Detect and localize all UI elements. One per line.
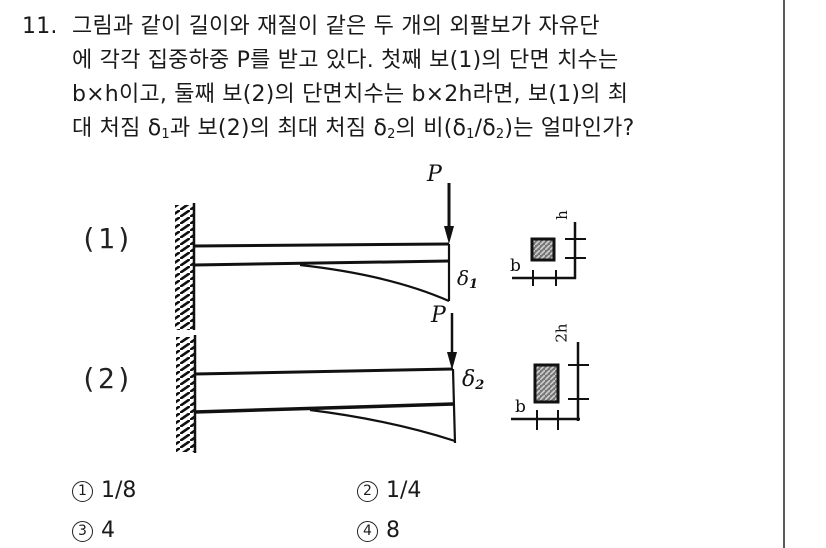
delta-1-sub: 1 — [469, 277, 479, 292]
q4-sub4: 2 — [495, 127, 505, 142]
section-1-height-label: h — [552, 210, 571, 220]
load-arrow-1 — [444, 183, 454, 244]
deflection-label-2: δ2 — [462, 367, 484, 393]
choice-3-marker: 3 — [72, 521, 93, 542]
delta-1-symbol: δ — [457, 266, 470, 290]
q4-part3: 의 비(δ — [395, 116, 467, 141]
q4-sub2: 2 — [387, 127, 396, 142]
q4-part5: )는 얼마인가? — [504, 116, 635, 141]
question-line-2: 에 각각 집중하중 P를 받고 있다. 첫째 보(1)의 단면 치수는 — [22, 44, 782, 78]
section-2-width-label: b — [515, 397, 526, 417]
q4-part2: 과 보(2)의 최대 처짐 δ — [169, 116, 388, 141]
choice-2-text: 1/4 — [386, 478, 422, 503]
delta-2-symbol: δ — [462, 367, 476, 392]
beam-2 — [194, 367, 457, 444]
question-text-line-3: b×h이고, 둘째 보(2)의 단면치수는 b×2h라면, 보(1)의 최 — [72, 82, 629, 107]
choice-4-marker: 4 — [357, 521, 378, 542]
beam-1-label: (1) — [80, 222, 134, 255]
fixed-support-1 — [175, 203, 196, 330]
load-arrow-2 — [447, 313, 457, 370]
beam-1 — [193, 242, 451, 303]
choice-1[interactable]: 1 1/8 — [72, 478, 136, 503]
question-line-3: b×h이고, 둘째 보(2)의 단면치수는 b×2h라면, 보(1)의 최 — [22, 78, 782, 112]
question-text-line-1: 그림과 같이 길이와 재질이 같은 두 개의 외팔보가 자유단 — [72, 14, 600, 39]
q4-sub1: 1 — [161, 127, 170, 142]
choice-3-text: 4 — [101, 518, 115, 543]
choice-2-marker: 2 — [357, 481, 378, 502]
choice-1-marker: 1 — [72, 481, 93, 502]
question-line-4: 대 처짐 δ1과 보(2)의 최대 처짐 δ2의 비(δ1/δ2)는 얼마인가? — [22, 112, 782, 146]
deflection-label-1: δ1 — [457, 266, 478, 292]
question-text-line-4: 대 처짐 δ1과 보(2)의 최대 처짐 δ2의 비(δ1/δ2)는 얼마인가? — [72, 112, 634, 146]
cross-section-2 — [511, 342, 589, 430]
choice-4-text: 8 — [386, 518, 400, 543]
section-1-width-label: b — [510, 256, 521, 276]
q4-part1: 대 처짐 δ — [72, 116, 162, 141]
q4-part4: /δ — [474, 116, 496, 141]
cross-section-1 — [512, 222, 586, 286]
choice-2[interactable]: 2 1/4 — [357, 478, 421, 503]
question-line-1: 11. 그림과 같이 길이와 재질이 같은 두 개의 외팔보가 자유단 — [22, 10, 782, 44]
question-number: 11. — [22, 14, 58, 39]
question-text-line-2: 에 각각 집중하중 P를 받고 있다. 첫째 보(1)의 단면 치수는 — [72, 48, 619, 73]
choice-1-text: 1/8 — [101, 478, 137, 503]
load-label-1: P — [427, 162, 442, 187]
q4-sub3: 1 — [466, 127, 475, 142]
load-label-2: P — [431, 303, 446, 328]
delta-2-sub: 2 — [475, 378, 485, 393]
page-right-border — [783, 0, 785, 548]
section-2-height-label: 2h — [552, 323, 571, 343]
question-block: 11. 그림과 같이 길이와 재질이 같은 두 개의 외팔보가 자유단 에 각각… — [22, 10, 782, 146]
beam-2-label: (2) — [80, 362, 134, 395]
fixed-support-2 — [176, 335, 197, 453]
